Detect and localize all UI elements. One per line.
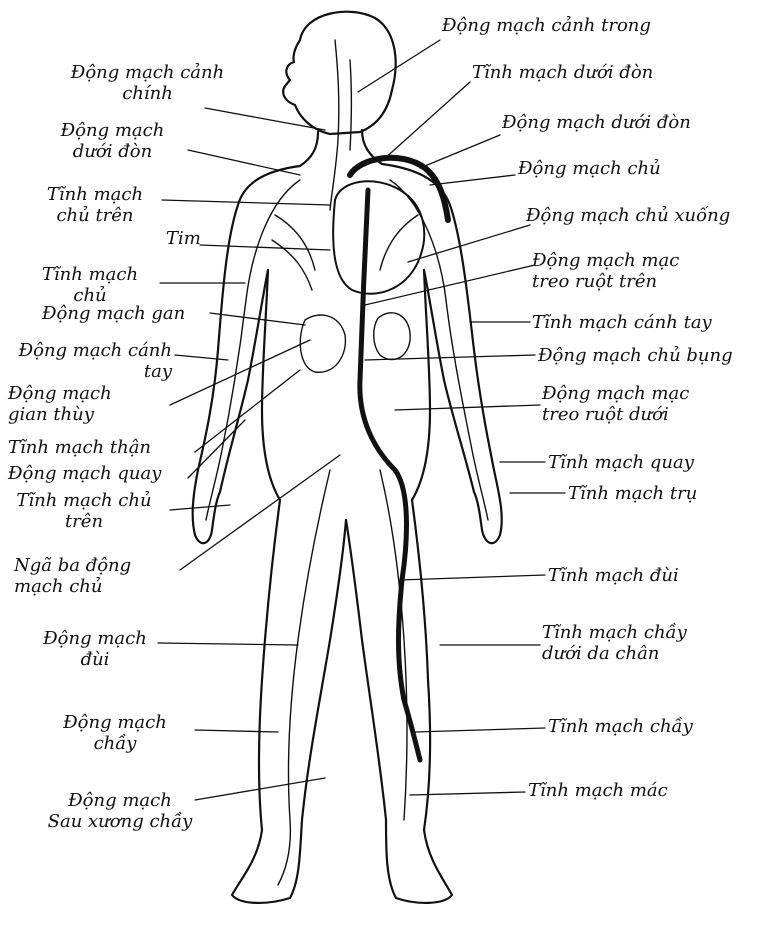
- label-hepatic-artery: Động mạch gan: [42, 303, 185, 324]
- label-inferior-mesenteric-artery: Động mạch mạc treo ruột dưới: [542, 383, 689, 425]
- leader-line-l10: [188, 420, 245, 478]
- label-femoral-vein: Tĩnh mạch đùi: [548, 565, 679, 586]
- leader-line-r4: [430, 175, 515, 185]
- label-vena-cava: Tĩnh mạch chủ: [25, 264, 155, 306]
- label-aorta: Động mạch chủ: [518, 158, 661, 179]
- leader-line-r3: [420, 135, 500, 168]
- label-subclavian-artery-right: Động mạch dưới đòn: [502, 112, 691, 133]
- leader-line-l1: [205, 108, 325, 130]
- leader-line-r5: [408, 225, 530, 262]
- label-radial-artery: Động mạch quay: [8, 463, 161, 484]
- left-leg-vessel: [278, 470, 330, 885]
- right-leg-outline: [346, 500, 452, 903]
- leader-line-r1: [358, 40, 440, 92]
- label-tibial-artery: Động mạch chầy: [40, 712, 190, 754]
- label-interlobar-artery: Động mạch gian thùy: [8, 383, 112, 425]
- label-renal-vein: Tĩnh mạch thận: [8, 437, 151, 458]
- heart-shape: [333, 181, 424, 294]
- label-superior-mesenteric-artery: Động mạch mạc treo ruột trên: [532, 250, 679, 292]
- leader-line-r9: [395, 405, 540, 410]
- label-heart: Tim: [166, 228, 201, 249]
- carotid-artery: [330, 40, 339, 210]
- label-subclavian-vein: Tĩnh mạch dưới đòn: [472, 62, 653, 83]
- label-brachial-vein: Tĩnh mạch cánh tay: [532, 312, 712, 333]
- label-internal-carotid-artery: Động mạch cảnh trong: [442, 15, 651, 36]
- label-posterior-tibial-artery: Động mạch Sau xương chầy: [20, 790, 220, 832]
- label-radial-vein: Tĩnh mạch quay: [548, 452, 694, 473]
- label-abdominal-aorta: Động mạch chủ bụng: [538, 345, 733, 366]
- leader-line-l12: [180, 455, 340, 570]
- head-outline: [283, 12, 395, 134]
- liver-shape: [300, 315, 345, 372]
- neck-vein: [350, 60, 352, 150]
- label-ulnar-vein: Tĩnh mạch trụ: [568, 483, 697, 504]
- label-descending-aorta: Động mạch chủ xuống: [526, 205, 730, 226]
- leader-line-r6: [365, 265, 535, 305]
- left-arm-outline: [193, 166, 300, 543]
- kidney-shape: [374, 313, 410, 360]
- label-femoral-artery: Động mạch đùi: [30, 628, 160, 670]
- torso-outline: [262, 270, 430, 500]
- label-aortic-bifurcation: Ngã ba động mạch chủ: [14, 555, 131, 597]
- leader-line-l7: [175, 355, 228, 360]
- label-great-saphenous-vein: Tĩnh mạch chầy dưới da chân: [542, 622, 687, 664]
- descending-aorta: [360, 190, 420, 760]
- label-peroneal-vein: Tĩnh mạch mác: [528, 780, 668, 801]
- leader-line-r14: [415, 728, 545, 732]
- leader-line-l13: [158, 643, 298, 645]
- leader-line-l2: [188, 150, 300, 175]
- label-superior-vena-cava-lower: Tĩnh mạch chủ trên: [0, 490, 168, 532]
- label-superior-vena-cava: Tĩnh mạch chủ trên: [30, 184, 160, 226]
- label-common-carotid-artery: Động mạch cảnh chính: [40, 62, 255, 104]
- left-leg-outline: [232, 500, 346, 903]
- leader-line-l14: [195, 730, 278, 732]
- label-brachial-artery: Động mạch cánh tay: [0, 340, 172, 382]
- leader-line-r2: [383, 82, 470, 160]
- right-leg-vessel-fine: [380, 470, 407, 820]
- leader-line-l11: [170, 505, 230, 510]
- leader-line-l4: [200, 245, 330, 250]
- ribcage-lines: [272, 215, 418, 290]
- label-subclavian-artery-left: Động mạch dưới đòn: [40, 120, 185, 162]
- leader-line-l3: [162, 200, 330, 205]
- label-tibial-vein: Tĩnh mạch chầy: [548, 716, 693, 737]
- leader-line-r8: [365, 355, 535, 360]
